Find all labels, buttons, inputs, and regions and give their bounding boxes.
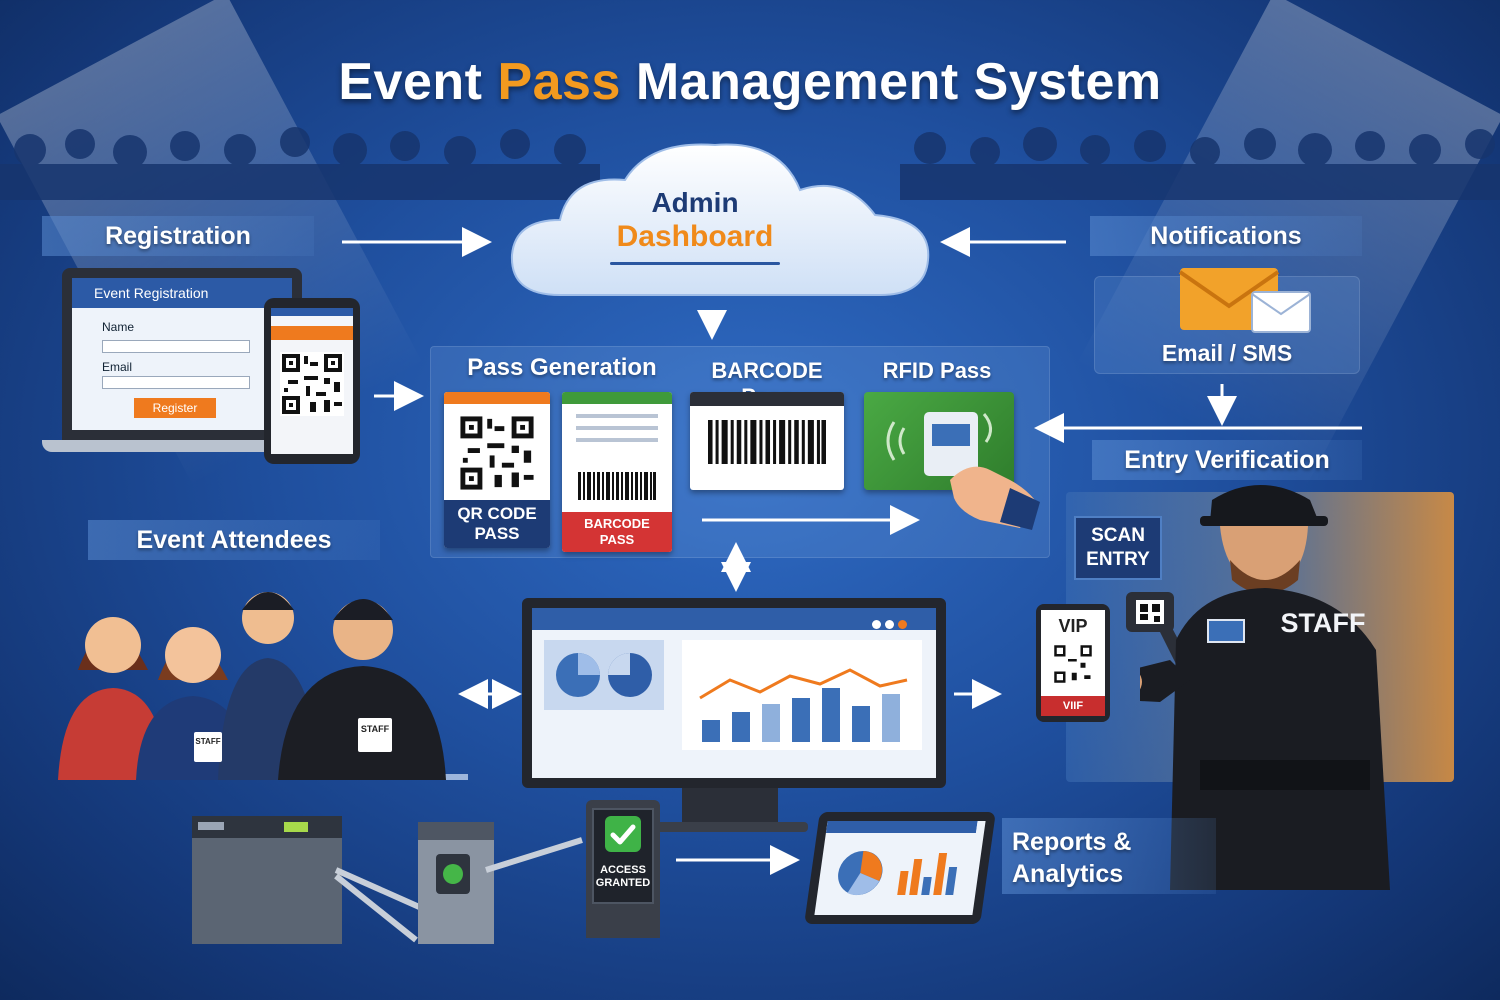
crowd-silhouette [0, 127, 1500, 200]
barcode-pass[interactable]: BARCODE PASS [562, 392, 672, 552]
title-part2: Management System [620, 53, 1162, 111]
page-title: Event Pass Management System [0, 52, 1500, 112]
title-accent: Pass [497, 53, 621, 111]
staff-badge: STAFF [194, 732, 222, 762]
vip-bottom-label: VIIF [1041, 696, 1105, 716]
ticket-header [690, 392, 844, 406]
title-part1: Event [338, 53, 498, 111]
staff-badge: STAFF [358, 718, 392, 752]
scan-entry-sign: SCAN ENTRY [1074, 516, 1162, 580]
phone-screen [271, 308, 353, 454]
qr-pass-label: QR CODE PASS [444, 500, 550, 548]
laptop: Event Registration Name Email Register [62, 268, 302, 440]
barcode-icon [708, 420, 826, 464]
qr-pass-stripe [444, 392, 550, 404]
registration-form-title: Event Registration [72, 278, 292, 308]
monitor-toolbar [532, 608, 936, 630]
barcode-pass-label: BARCODE PASS [562, 512, 672, 552]
email-field[interactable] [102, 376, 250, 389]
notifications-label: Notifications [1090, 216, 1362, 256]
turnstile-gates [192, 816, 583, 944]
text-line [576, 438, 658, 442]
window-controls [872, 614, 922, 629]
pie-chart-icon [544, 640, 664, 710]
laptop-screen: Event Registration Name Email Register [72, 278, 292, 430]
text-line [576, 414, 658, 418]
barcode-pass-stripe [562, 392, 672, 404]
email-label: Email [102, 360, 133, 374]
registration-label: Registration [42, 216, 314, 256]
text-line [576, 426, 658, 430]
admin-dashboard[interactable]: Admin Dashboard [560, 186, 830, 265]
laptop-base [42, 440, 322, 452]
admin-line1: Admin [651, 187, 739, 218]
admin-line2: Dashboard [616, 220, 774, 253]
phone [264, 298, 360, 464]
name-label: Name [102, 320, 135, 334]
reports-analytics-label: Reports & Analytics [1002, 818, 1216, 894]
pass-generation-label: Pass Generation [467, 354, 657, 381]
monitor-foot [652, 822, 808, 832]
qr-code-pass[interactable]: QR CODE PASS [444, 392, 550, 548]
reports-tablet[interactable] [804, 812, 996, 924]
name-field[interactable] [102, 340, 250, 353]
phone-banner [271, 326, 353, 340]
tablet-screen [814, 821, 986, 915]
admin-underline [610, 262, 780, 265]
hand-icon [950, 466, 1040, 530]
event-attendees-label: Event Attendees [88, 520, 380, 560]
security-staff-illustration [1140, 485, 1390, 890]
qr-code-icon [1054, 645, 1092, 683]
monitor-screen [532, 608, 936, 778]
analytics-chart-icon [825, 821, 978, 896]
analytics-monitor[interactable] [522, 598, 946, 788]
cloud-icon [510, 143, 930, 296]
check-icon [605, 816, 641, 852]
access-screen: ACCESS GRANTED [592, 808, 654, 904]
qr-code-icon [280, 352, 344, 416]
rfid-wave-icon [886, 412, 992, 476]
phone-header [271, 308, 353, 316]
vip-pass: VIP VIIF [1041, 610, 1105, 716]
email-sms-label: Email / SMS [1161, 340, 1293, 366]
barcode-icon [578, 472, 656, 500]
register-button[interactable]: Register [134, 398, 216, 418]
monitor-stand [682, 788, 778, 826]
rfid-pass-header: RFID Pass [882, 358, 992, 383]
qr-code-icon [460, 416, 534, 490]
vip-phone: VIP VIIF [1036, 604, 1110, 722]
reports-analytics-text: Reports & Analytics [1012, 828, 1132, 888]
staff-label: STAFF [1280, 608, 1366, 638]
line-bar-chart-icon [682, 640, 922, 750]
vip-label: VIP [1058, 616, 1088, 636]
entry-verification-label: Entry Verification [1092, 440, 1362, 480]
access-granted-label: ACCESS GRANTED [595, 864, 651, 889]
barcode-ticket[interactable] [690, 392, 844, 490]
envelope-icon [1178, 268, 1311, 333]
